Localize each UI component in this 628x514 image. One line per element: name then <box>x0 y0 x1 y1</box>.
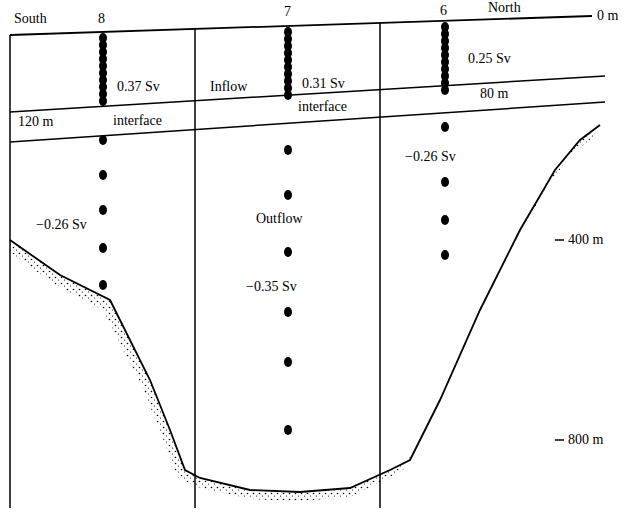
transport-value: 0.25 Sv <box>468 52 511 66</box>
transport-value: 0.31 Sv <box>302 77 345 91</box>
station-number: 7 <box>284 5 291 19</box>
depth-tick <box>555 439 564 441</box>
seafloor-line <box>10 125 600 492</box>
instrument-dot <box>284 90 292 100</box>
instrument-dot <box>99 170 107 180</box>
transport-value: −0.26 Sv <box>36 218 87 232</box>
direction-label: North <box>488 1 521 15</box>
instrument-dot <box>99 205 107 215</box>
depth-label: 0 m <box>597 9 618 23</box>
instrument-dot <box>284 425 292 435</box>
instrument-dot <box>99 243 107 253</box>
instrument-dot <box>441 177 449 187</box>
instrument-dot <box>441 122 449 132</box>
instrument-dot <box>284 307 292 317</box>
transport-value: −0.26 Sv <box>405 150 456 164</box>
section-divider <box>379 23 381 508</box>
depth-label: 80 m <box>480 87 508 101</box>
instrument-dot <box>441 85 449 95</box>
instrument-dot <box>284 190 292 200</box>
interface-label: interface <box>113 114 162 128</box>
frame-left <box>9 35 11 508</box>
depth-tick <box>555 239 564 241</box>
instrument-dot <box>99 135 107 145</box>
instrument-dot <box>99 96 107 106</box>
transport-value: 0.37 Sv <box>117 80 160 94</box>
station-number: 8 <box>98 12 105 26</box>
instrument-dot <box>284 145 292 155</box>
layer-label: Inflow <box>210 80 247 94</box>
sediment-stipple <box>10 125 600 501</box>
transport-value: −0.35 Sv <box>246 280 297 294</box>
depth-label: 800 m <box>568 433 603 447</box>
layer-label: Outflow <box>256 212 303 226</box>
station-number: 6 <box>440 4 447 18</box>
instrument-dots <box>99 22 449 435</box>
direction-label: South <box>14 12 47 26</box>
instrument-dot <box>99 280 107 290</box>
depth-label: 120 m <box>18 115 53 129</box>
instrument-dot <box>284 247 292 257</box>
sea-surface-line <box>10 16 592 35</box>
instrument-dot <box>284 357 292 367</box>
instrument-dot <box>441 215 449 225</box>
interface-label: interface <box>298 100 347 114</box>
instrument-dot <box>441 250 449 260</box>
depth-label: 400 m <box>568 233 603 247</box>
